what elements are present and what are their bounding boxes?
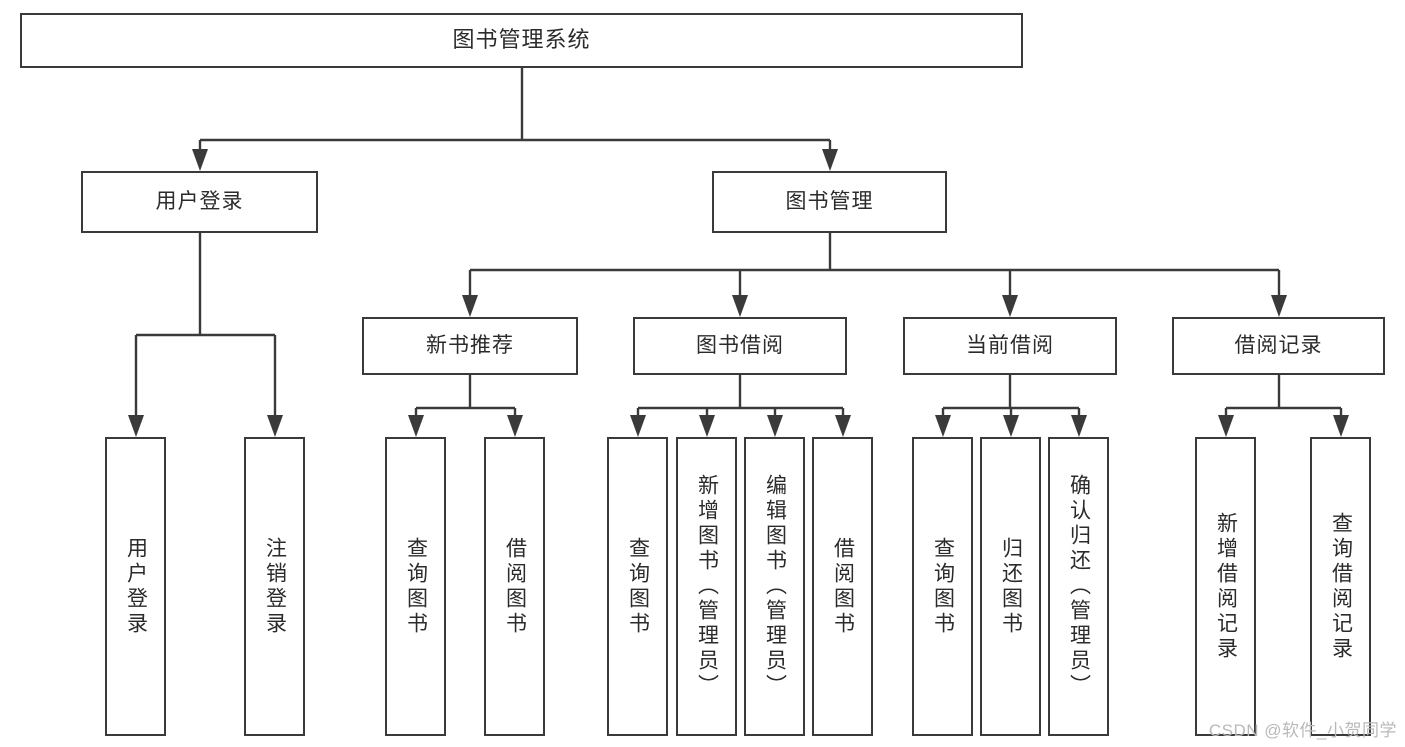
arrow-head-leaf_user_login bbox=[128, 415, 144, 437]
arrow-head-leaf_cb_confirm bbox=[1071, 415, 1087, 437]
node-label-leaf_bb_add: 新增图书（管理员） bbox=[695, 474, 719, 699]
arrow-head-leaf_cb_return bbox=[1003, 415, 1019, 437]
node-user_login[interactable]: 用户登录 bbox=[81, 171, 318, 233]
arrow-head-leaf_bb_add bbox=[699, 415, 715, 437]
node-label-leaf_br_add: 新增借阅记录 bbox=[1214, 511, 1238, 662]
arrow-head-leaf_cb_query bbox=[935, 415, 951, 437]
node-leaf_bb_query[interactable]: 查询图书 bbox=[607, 437, 668, 736]
arrow-head-current_borrow bbox=[1002, 295, 1018, 317]
node-book_borrow[interactable]: 图书借阅 bbox=[633, 317, 847, 375]
node-label-leaf_cb_confirm: 确认归还（管理员） bbox=[1067, 474, 1091, 699]
node-leaf_rec_borrow[interactable]: 借阅图书 bbox=[484, 437, 545, 736]
node-new_book_rec[interactable]: 新书推荐 bbox=[362, 317, 578, 375]
node-label-leaf_user_login: 用户登录 bbox=[124, 536, 148, 637]
node-label-root: 图书管理系统 bbox=[452, 27, 591, 53]
arrow-head-book_borrow bbox=[732, 295, 748, 317]
node-label-user_login: 用户登录 bbox=[155, 190, 244, 214]
arrow-head-book_mgmt bbox=[822, 149, 838, 171]
node-leaf_cb_return[interactable]: 归还图书 bbox=[980, 437, 1041, 736]
node-leaf_user_login[interactable]: 用户登录 bbox=[105, 437, 166, 736]
node-label-leaf_cb_return: 归还图书 bbox=[999, 536, 1023, 637]
arrow-head-leaf_bb_query bbox=[630, 415, 646, 437]
arrow-head-leaf_bb_borrow bbox=[835, 415, 851, 437]
node-label-leaf_rec_borrow: 借阅图书 bbox=[503, 536, 527, 637]
node-label-leaf_br_query: 查询借阅记录 bbox=[1329, 511, 1353, 662]
arrow-head-user_login bbox=[192, 149, 208, 171]
arrow-head-borrow_record bbox=[1271, 295, 1287, 317]
node-label-borrow_record: 借阅记录 bbox=[1234, 334, 1323, 358]
node-root[interactable]: 图书管理系统 bbox=[20, 13, 1023, 68]
node-label-leaf_logout: 注销登录 bbox=[263, 536, 287, 637]
node-leaf_cb_query[interactable]: 查询图书 bbox=[912, 437, 973, 736]
node-label-current_borrow: 当前借阅 bbox=[966, 334, 1054, 358]
node-leaf_bb_add[interactable]: 新增图书（管理员） bbox=[676, 437, 737, 736]
node-label-leaf_bb_borrow: 借阅图书 bbox=[831, 536, 855, 637]
arrow-head-new_book_rec bbox=[462, 295, 478, 317]
node-leaf_bb_edit[interactable]: 编辑图书（管理员） bbox=[744, 437, 805, 736]
arrow-head-leaf_logout bbox=[267, 415, 283, 437]
node-leaf_rec_query[interactable]: 查询图书 bbox=[385, 437, 446, 736]
node-label-book_mgmt: 图书管理 bbox=[785, 190, 874, 214]
node-leaf_logout[interactable]: 注销登录 bbox=[244, 437, 305, 736]
node-borrow_record[interactable]: 借阅记录 bbox=[1172, 317, 1385, 375]
node-current_borrow[interactable]: 当前借阅 bbox=[903, 317, 1117, 375]
arrow-head-leaf_br_add bbox=[1218, 415, 1234, 437]
node-label-leaf_bb_query: 查询图书 bbox=[626, 536, 650, 637]
node-label-new_book_rec: 新书推荐 bbox=[426, 334, 514, 358]
node-leaf_cb_confirm[interactable]: 确认归还（管理员） bbox=[1048, 437, 1109, 736]
node-label-book_borrow: 图书借阅 bbox=[696, 334, 784, 358]
arrow-head-leaf_br_query bbox=[1333, 415, 1349, 437]
arrow-head-leaf_rec_query bbox=[408, 415, 424, 437]
arrow-head-leaf_bb_edit bbox=[767, 415, 783, 437]
node-book_mgmt[interactable]: 图书管理 bbox=[712, 171, 947, 233]
node-label-leaf_rec_query: 查询图书 bbox=[404, 536, 428, 637]
node-leaf_br_query[interactable]: 查询借阅记录 bbox=[1310, 437, 1371, 736]
arrow-head-leaf_rec_borrow bbox=[507, 415, 523, 437]
node-leaf_br_add[interactable]: 新增借阅记录 bbox=[1195, 437, 1256, 736]
node-leaf_bb_borrow[interactable]: 借阅图书 bbox=[812, 437, 873, 736]
watermark-text: CSDN @软件_小贺同学 bbox=[1208, 721, 1397, 740]
node-label-leaf_bb_edit: 编辑图书（管理员） bbox=[763, 474, 787, 699]
node-label-leaf_cb_query: 查询图书 bbox=[931, 536, 955, 637]
